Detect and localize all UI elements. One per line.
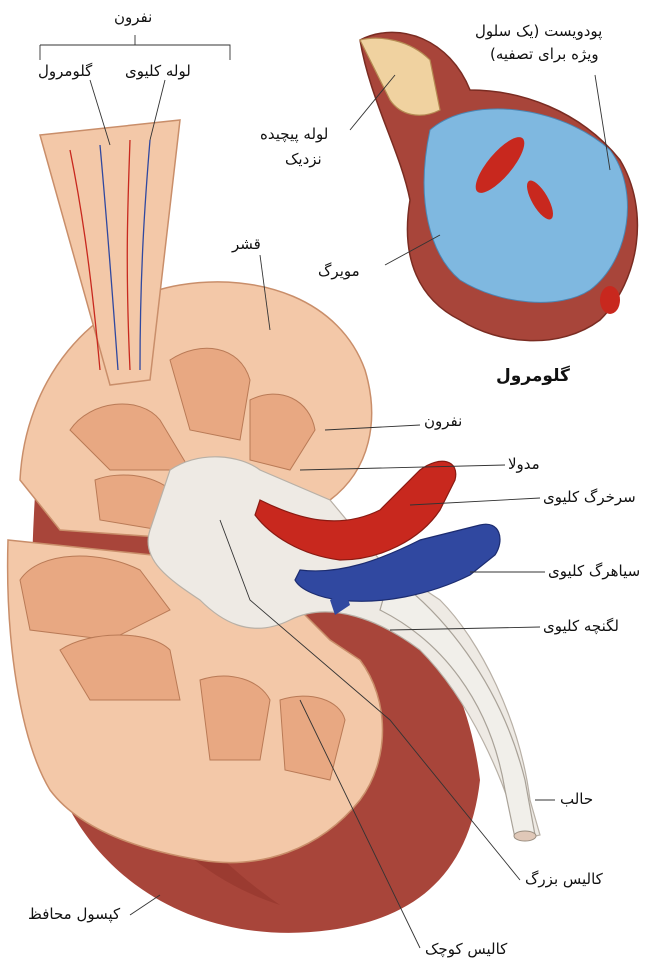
ureter-opening	[514, 831, 536, 841]
label-capillary: مویرگ	[318, 262, 360, 281]
label-nephron: نفرون	[424, 412, 462, 431]
label-capsule: کپسول محافظ	[28, 905, 120, 924]
label-cortex: قشر	[232, 235, 261, 254]
label-renal-pelvis: لگنچه کلیوی	[543, 617, 619, 636]
label-glomerulus-top: گلومرول	[38, 62, 92, 81]
label-proximal-2: نزدیک	[285, 150, 322, 169]
label-nephron-top: نفرون	[114, 8, 152, 27]
label-major-calyx: کالیس بزرگ	[525, 870, 603, 889]
label-glomerulus-title: گلومرول	[496, 366, 570, 387]
label-podocyte-1: پودویست (یک سلول	[475, 22, 602, 41]
label-renal-vein: سیاهرگ کلیوی	[548, 562, 640, 581]
label-renal-artery: سرخرگ کلیوی	[543, 488, 636, 507]
label-proximal-1: لوله پیچیده	[260, 125, 328, 144]
label-minor-calyx: کالیس کوچک	[425, 940, 507, 959]
label-medulla: مدولا	[508, 455, 540, 474]
label-podocyte-2: ویژه برای تصفیه)	[490, 45, 599, 64]
label-renal-tubule: لوله کلیوی	[125, 62, 191, 81]
label-ureter: حالب	[560, 790, 593, 809]
